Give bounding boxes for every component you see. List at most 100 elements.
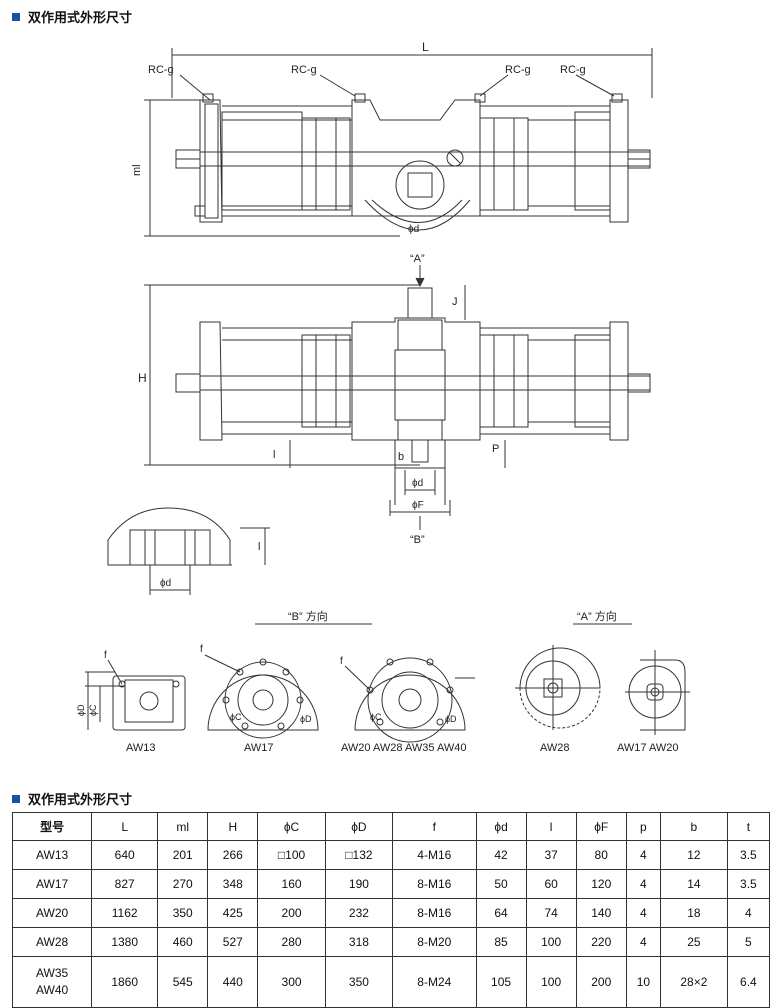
- table-cell: 14: [659, 869, 728, 899]
- column-header: H: [207, 812, 259, 841]
- table-cell: 640: [91, 840, 159, 870]
- table-cell: 85: [475, 927, 527, 957]
- table-cell: AW28: [11, 927, 93, 957]
- dim-label-phi-C: ϕC: [88, 704, 98, 716]
- table-cell: 42: [475, 840, 527, 870]
- table-cell: 190: [324, 869, 394, 899]
- table-cell: 4: [625, 840, 661, 870]
- dim-label-phi-d-detail: ϕd: [160, 578, 171, 589]
- rc-label-1: RC-g: [148, 64, 174, 76]
- table-cell: 460: [157, 927, 209, 957]
- table-cell: 200: [575, 956, 627, 1008]
- table-cell: 1162: [91, 898, 159, 928]
- a-direction-views: [515, 623, 690, 735]
- dim-label-J: J: [452, 296, 458, 308]
- table-cell: 200: [257, 898, 326, 928]
- table-cell: 64: [475, 898, 527, 928]
- table-cell: 1380: [91, 927, 159, 957]
- table-cell: 8-M16: [392, 898, 477, 928]
- dim-label-ml: ml: [131, 164, 143, 176]
- table-cell: 3.5: [726, 869, 771, 899]
- column-header: ϕd: [475, 812, 527, 841]
- table-cell: 100: [525, 927, 577, 957]
- column-header: 型号: [11, 812, 93, 841]
- table-cell: 3.5: [726, 840, 771, 870]
- dim-label-phi-d-top: ϕd: [408, 224, 419, 235]
- dim-label-phi-F: ϕF: [412, 500, 424, 511]
- table-cell: 6.4: [726, 956, 771, 1008]
- dim-label-f-3: f: [340, 656, 343, 667]
- table-row: AW35 AW40 1860 545 440 300 350 8-M24 105…: [11, 956, 771, 1008]
- rc-label-4: RC-g: [560, 64, 586, 76]
- dim-label-phi-C-3: ϕC: [370, 712, 382, 722]
- dim-label-f-1: f: [104, 650, 107, 661]
- caption-aw17-20: AW17 AW20: [617, 742, 679, 754]
- table-row: AW17 827 270 348 160 190 8-M16 50 60 120…: [11, 869, 771, 899]
- view-a-label: “A”: [410, 253, 425, 265]
- dim-label-phi-C-2: ϕC: [230, 712, 242, 722]
- table-cell: 201: [157, 840, 209, 870]
- table-cell: 12: [659, 840, 728, 870]
- table-cell: 8-M24: [392, 956, 477, 1008]
- table-row: AW28 1380 460 527 280 318 8-M20 85 100 2…: [11, 927, 771, 957]
- column-header: b: [659, 812, 728, 841]
- table-cell: 60: [525, 869, 577, 899]
- b-direction-views: [85, 623, 475, 743]
- table-cell: 440: [207, 956, 259, 1008]
- view-b-label: “B”: [410, 534, 425, 546]
- column-header: p: [625, 812, 661, 841]
- table-cell: □132: [324, 840, 394, 870]
- b-direction-label: “B” 方向: [288, 609, 328, 623]
- caption-aw28: AW28: [540, 742, 570, 754]
- column-header: f: [392, 812, 477, 841]
- table-cell: 4: [625, 927, 661, 957]
- table-cell: 348: [207, 869, 259, 899]
- table-cell: 10: [625, 956, 661, 1008]
- section-heading-top: 双作用式外形尺寸: [12, 7, 132, 26]
- dim-label-f-2: f: [200, 644, 203, 655]
- table-cell: AW20: [11, 898, 93, 928]
- column-header: ml: [157, 812, 209, 841]
- heading-bullet-icon: [12, 12, 20, 21]
- table-cell: 50: [475, 869, 527, 899]
- column-header: t: [726, 812, 771, 841]
- table-cell: 232: [324, 898, 394, 928]
- front-view: [144, 48, 653, 237]
- technical-drawing: L ml RC-g RC-g RC-g RC-g ϕd “A” J H l P …: [76, 40, 690, 754]
- table-cell: 80: [575, 840, 627, 870]
- table-header-row: 型号 L ml H ϕC ϕD f ϕd l ϕF p b t: [11, 812, 771, 841]
- table-row: AW13 640 201 266 □100 □132 4-M16 42 37 8…: [11, 840, 771, 870]
- table-cell: 120: [575, 869, 627, 899]
- dim-label-l-detail: l: [258, 541, 260, 553]
- table-cell: AW13: [11, 840, 93, 870]
- heading-bullet-icon: [12, 794, 20, 803]
- table-cell: 318: [324, 927, 394, 957]
- table-cell: 266: [207, 840, 259, 870]
- column-header: ϕC: [257, 812, 326, 841]
- table-cell: 140: [575, 898, 627, 928]
- table-cell: 8-M20: [392, 927, 477, 957]
- model-line: AW40: [35, 983, 69, 997]
- table-cell: AW17: [11, 869, 93, 899]
- table-cell: 5: [726, 927, 771, 957]
- dim-label-phi-D-3: ϕD: [445, 714, 457, 724]
- table-cell: 425: [207, 898, 259, 928]
- table-cell: 350: [157, 898, 209, 928]
- caption-aw20-40: AW20 AW28 AW35 AW40: [341, 742, 467, 754]
- dim-label-phi-d: ϕd: [412, 478, 423, 489]
- table-row: AW20 1162 350 425 200 232 8-M16 64 74 14…: [11, 898, 771, 928]
- column-header: ϕF: [575, 812, 627, 841]
- dim-label-P: P: [492, 443, 499, 455]
- table-cell: 270: [157, 869, 209, 899]
- column-header: ϕD: [324, 812, 394, 841]
- table-cell: 74: [525, 898, 577, 928]
- table-cell: 4: [726, 898, 771, 928]
- table-cell: 4: [625, 869, 661, 899]
- table-cell: 100: [525, 956, 577, 1008]
- model-line: AW35: [35, 966, 69, 980]
- table-cell: □100: [257, 840, 326, 870]
- detail-view: [107, 507, 270, 595]
- column-header: L: [91, 812, 159, 841]
- dim-label-phi-D: ϕD: [76, 704, 86, 716]
- table-cell: 527: [207, 927, 259, 957]
